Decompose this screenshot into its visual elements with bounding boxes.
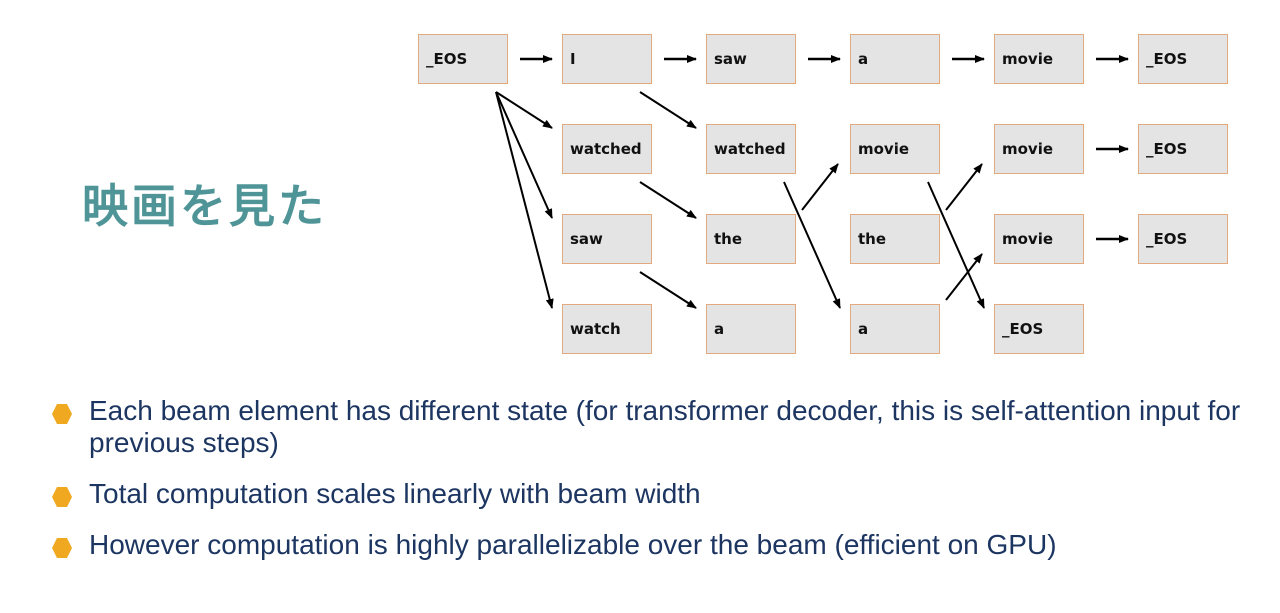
beam-node: the (850, 214, 940, 264)
beam-node: a (850, 34, 940, 84)
beam-edge-arrow (927, 181, 985, 309)
beam-edge-arrow (801, 163, 839, 211)
beam-node: movie (994, 34, 1084, 84)
beam-edge-arrow (639, 271, 697, 309)
bullet-item: However computation is highly paralleliz… (52, 529, 1252, 561)
beam-edge-arrow (495, 91, 553, 219)
beam-edge-arrow (495, 91, 553, 129)
bullet-text: Each beam element has different state (f… (89, 395, 1241, 458)
beam-node: I (562, 34, 652, 84)
beam-node: movie (994, 124, 1084, 174)
beam-edge-arrow (639, 181, 697, 219)
beam-edges (495, 55, 1129, 309)
beam-node: watched (706, 124, 796, 174)
beam-node: _EOS (1138, 214, 1228, 264)
beam-node: a (706, 304, 796, 354)
beam-node: saw (562, 214, 652, 264)
beam-edge-arrow (639, 91, 697, 129)
beam-edge-arrow (945, 163, 983, 211)
bullet-item: Each beam element has different state (f… (52, 395, 1252, 459)
beam-node: a (850, 304, 940, 354)
beam-node: the (706, 214, 796, 264)
japanese-source-sentence: 映画を見た (82, 179, 327, 233)
beam-edge-arrow (945, 253, 983, 301)
bullet-text: Total computation scales linearly with b… (89, 478, 701, 509)
bullet-text: However computation is highly paralleliz… (89, 529, 1057, 560)
beam-node: watch (562, 304, 652, 354)
hexagon-bullet-icon (52, 487, 72, 507)
beam-node: movie (994, 214, 1084, 264)
beam-node: _EOS (1138, 124, 1228, 174)
beam-node: _EOS (418, 34, 508, 84)
beam-node: saw (706, 34, 796, 84)
hexagon-bullet-icon (52, 404, 72, 424)
beam-node: watched (562, 124, 652, 174)
beam-edge-arrow (495, 91, 554, 309)
beam-node: movie (850, 124, 940, 174)
bullet-list: Each beam element has different state (f… (52, 395, 1252, 561)
hexagon-bullet-icon (52, 538, 72, 558)
beam-edge-arrow (783, 181, 841, 309)
bullet-item: Total computation scales linearly with b… (52, 478, 1252, 510)
beam-node: _EOS (994, 304, 1084, 354)
beam-node: _EOS (1138, 34, 1228, 84)
